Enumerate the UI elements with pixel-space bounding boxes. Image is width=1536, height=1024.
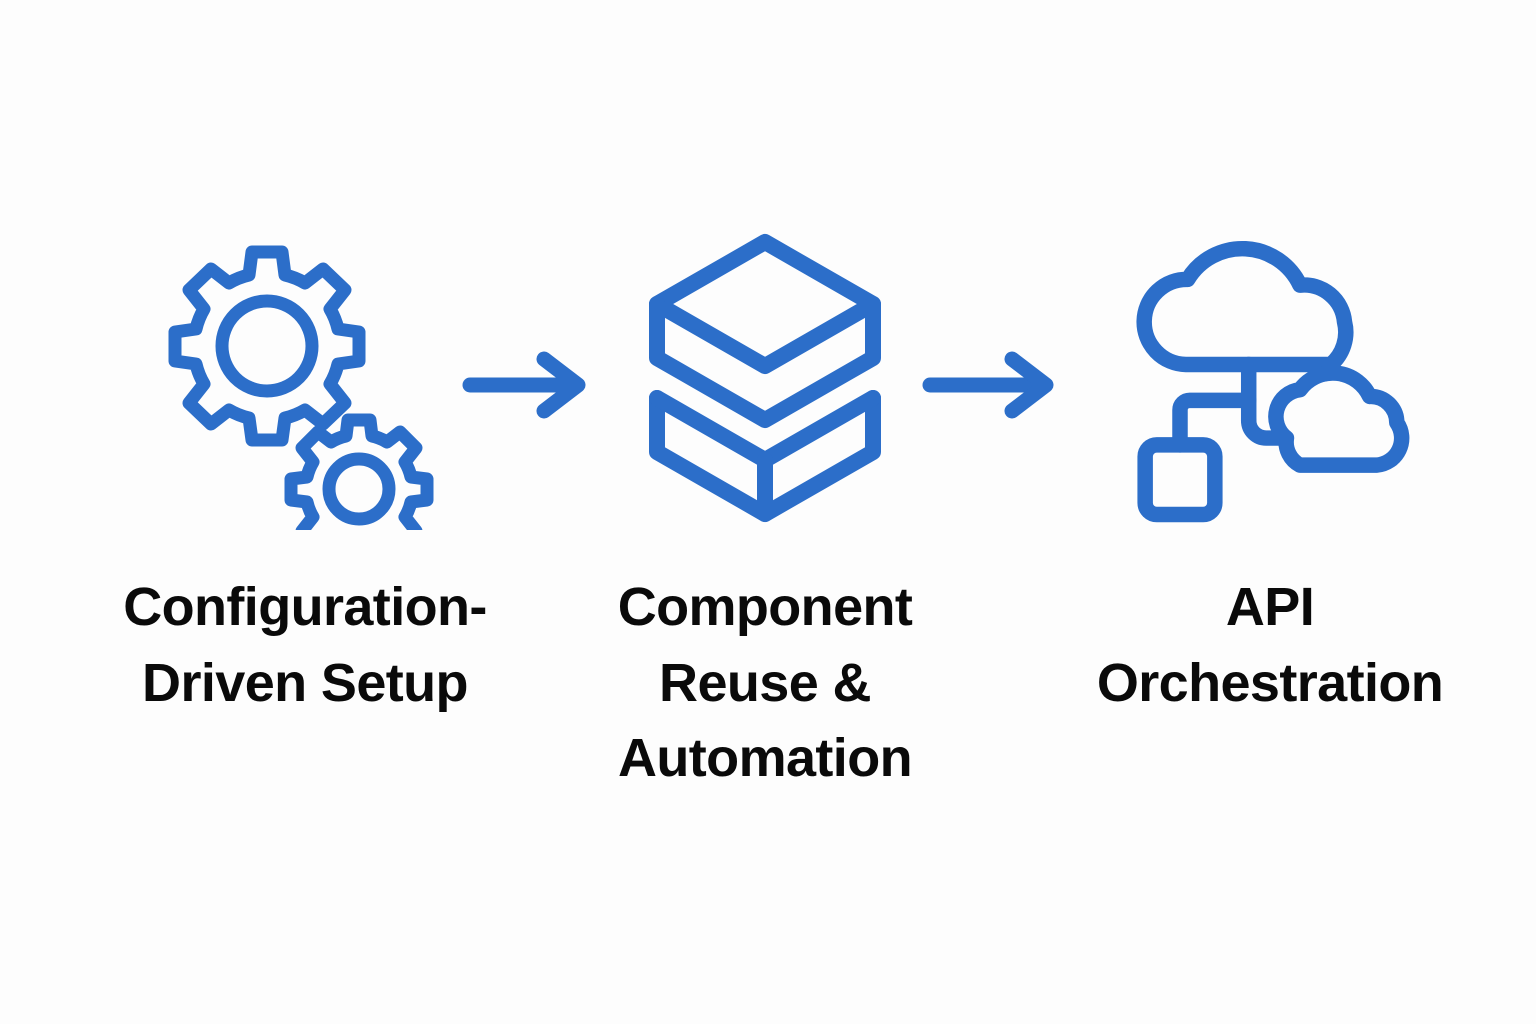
flow-stage-label: Configuration- Driven Setup xyxy=(123,577,487,713)
flow-stage-api-orchestration[interactable]: API Orchestration xyxy=(1035,230,1505,721)
flow-stage-label: API Orchestration xyxy=(1096,577,1444,713)
flow-stage-configuration-driven-setup[interactable]: Configuration- Driven Setup xyxy=(55,230,555,721)
flow-stage-label: Component Reuse & Automation xyxy=(617,577,913,789)
cloud-network-icon xyxy=(1136,240,1410,523)
gears-icon xyxy=(168,245,434,530)
arrow-right-icon xyxy=(922,351,1054,419)
arrow-right-icon xyxy=(462,351,586,419)
stacked-layers-icon xyxy=(649,234,881,522)
flow-stage-component-reuse-automation[interactable]: Component Reuse & Automation xyxy=(525,230,1005,797)
